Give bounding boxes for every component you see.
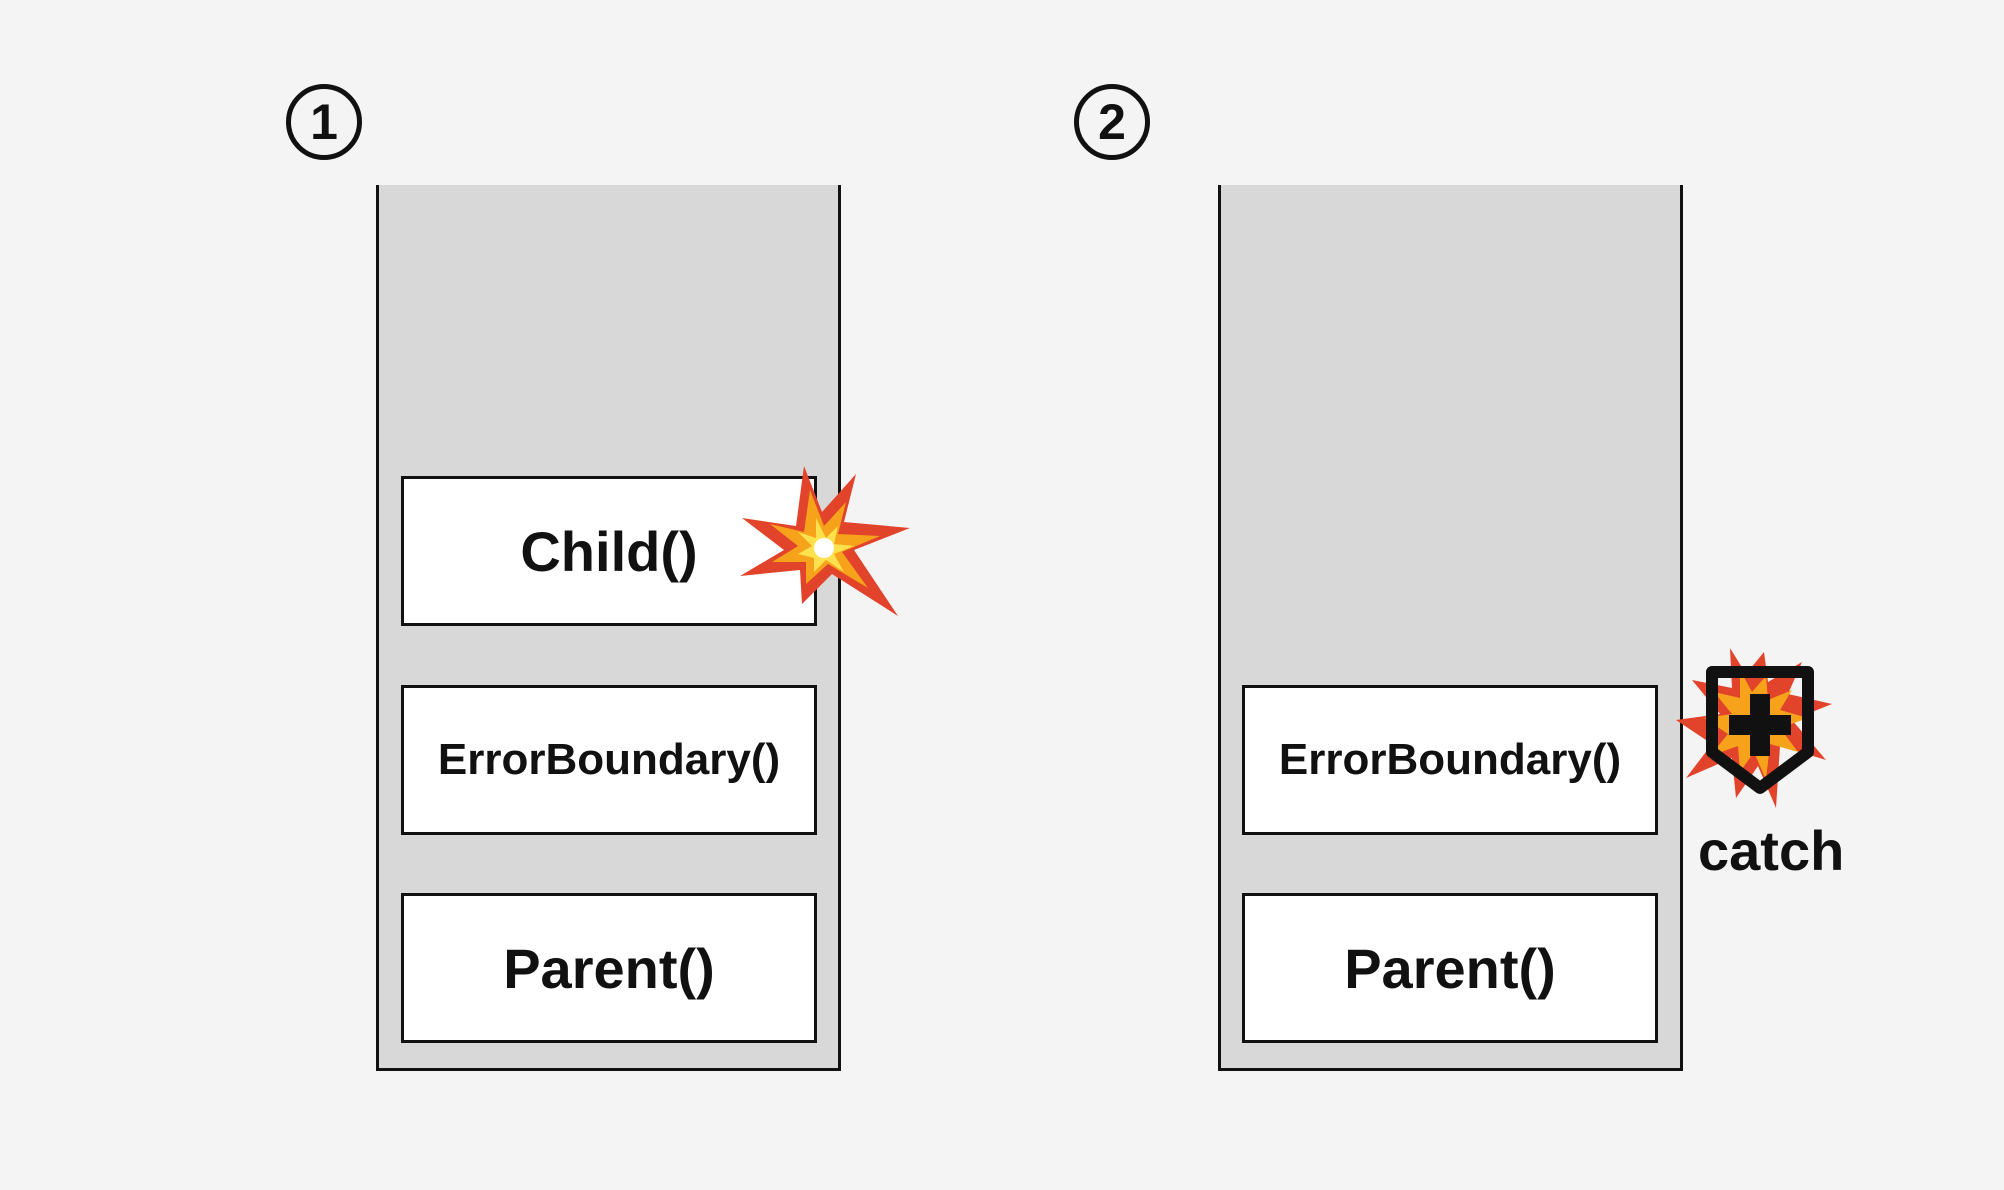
- step-marker-2: 2: [1074, 84, 1150, 160]
- stack-frame-parent: Parent(): [1242, 893, 1658, 1043]
- step-marker-1: 1: [286, 84, 362, 160]
- frame-label: Parent(): [1344, 936, 1556, 1000]
- stack-frame-error-boundary: ErrorBoundary(): [1242, 685, 1658, 835]
- stack-frame-parent: Parent(): [401, 893, 817, 1043]
- stack-frame-error-boundary: ErrorBoundary(): [401, 685, 817, 835]
- frame-label: ErrorBoundary(): [1278, 735, 1622, 784]
- explosion-icon: [740, 466, 910, 636]
- frame-label: Parent(): [503, 936, 715, 1000]
- frame-label: ErrorBoundary(): [437, 735, 781, 784]
- stack-frame-child: Child(): [401, 476, 817, 626]
- shield-icon: [1676, 648, 1844, 816]
- catch-label: catch: [1698, 819, 1845, 882]
- frame-label: Child(): [520, 519, 698, 583]
